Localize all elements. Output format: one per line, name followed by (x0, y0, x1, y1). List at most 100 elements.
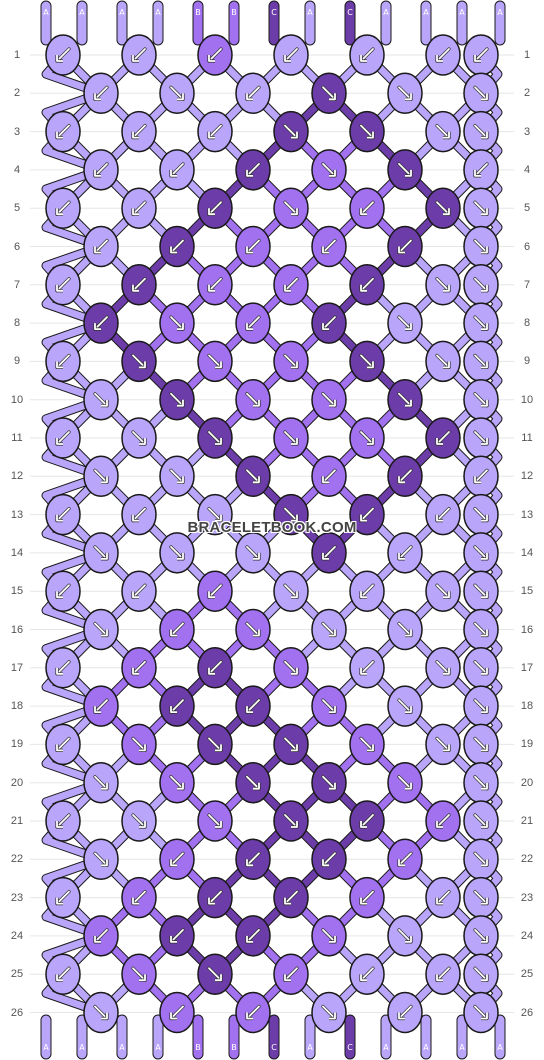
row-number-right: 16 (520, 623, 534, 636)
knot-arrow-shaft (56, 431, 70, 445)
knot-A-backward (235, 72, 271, 115)
knot-A-forward (463, 570, 499, 612)
knot-B-forward (349, 723, 385, 766)
knot-arrow-shaft (322, 852, 336, 867)
knot-B-backward (83, 685, 119, 727)
top-strand-label: A (383, 8, 389, 17)
knot-B-forward (197, 800, 233, 842)
knot-arrow-shaft (132, 201, 146, 216)
knot-arrow-head (443, 131, 450, 139)
knot-B-forward (311, 915, 347, 957)
knot-arrow-shaft (132, 967, 146, 982)
knot-arrow-shaft (322, 469, 336, 484)
knot-arrow-shaft (56, 890, 70, 905)
knot-arrow-head (360, 208, 367, 216)
knot-A-backward (425, 876, 461, 919)
row-number-right: 9 (523, 355, 531, 368)
knot-arrow-head (94, 706, 101, 713)
knot-arrow-shaft (246, 622, 260, 637)
knot-C-backward (235, 838, 271, 881)
knot-arrow-shaft (322, 86, 336, 101)
knot-arrow-shaft (208, 890, 222, 905)
knot-B-forward (311, 378, 347, 421)
row-number-left: 6 (13, 240, 21, 253)
knot-B-forward (121, 953, 157, 995)
knot-A-backward (425, 34, 461, 76)
knot-arrow-head (177, 323, 184, 331)
knot-A-backward (463, 34, 499, 76)
row-number-left: 10 (10, 393, 24, 406)
knot-B-backward (159, 608, 195, 651)
knot-arrow-head (132, 591, 139, 599)
knot-arrow-head (436, 821, 443, 828)
knot-A-forward (235, 532, 271, 574)
row-number-right: 7 (523, 278, 531, 291)
knot-arrow-head (481, 744, 488, 752)
knot-arrow-head (481, 897, 488, 905)
knot-B-backward (159, 991, 195, 1034)
knot-arrow-head (481, 208, 488, 216)
knot-C-forward (311, 72, 347, 115)
knot-arrow-head (367, 438, 374, 445)
knot-A-forward (121, 417, 157, 459)
knot-arrow-head (284, 974, 291, 982)
knot-arrow-head (56, 284, 63, 292)
knot-arrow-shaft (474, 86, 488, 101)
knot-arrow-shaft (474, 584, 488, 599)
knot-A-forward (387, 302, 423, 344)
knot-C-backward (311, 838, 347, 881)
knot-arrow-shaft (474, 316, 488, 331)
knot-arrow-head (329, 1012, 336, 1020)
knot-arrow-shaft (246, 699, 260, 713)
knot-A-forward (463, 838, 499, 881)
knot-arrow-shaft (208, 201, 222, 216)
knot-A-backward (45, 110, 81, 153)
knot-A-backward (425, 493, 461, 536)
knot-arrow-shaft (284, 737, 298, 752)
knot-arrow-head (443, 591, 450, 599)
knot-arrow-shaft (56, 737, 70, 752)
row-number-left: 14 (10, 546, 24, 559)
knot-arrow-head (481, 93, 488, 101)
knot-A-backward (349, 647, 385, 689)
knot-C-backward (197, 187, 233, 229)
knot-C-forward (387, 149, 423, 191)
knot-arrow-head (177, 93, 184, 101)
knot-arrow-shaft (94, 546, 108, 560)
knot-arrow-shaft (132, 277, 146, 292)
knot-arrow-shaft (94, 86, 108, 101)
knot-arrow-head (481, 131, 488, 139)
knot-A-forward (463, 340, 499, 383)
knot-B-backward (235, 991, 271, 1034)
knot-arrow-shaft (436, 967, 450, 982)
row-number-right: 20 (520, 776, 534, 789)
bottom-strand-label: A (79, 1043, 85, 1052)
knot-A-backward (45, 264, 81, 306)
knot-arrow-head (481, 591, 488, 599)
knot-arrow-shaft (132, 584, 146, 599)
knot-arrow-shaft (56, 507, 70, 522)
knot-arrow-shaft (474, 124, 488, 139)
row-number-left: 22 (10, 853, 24, 866)
knot-arrow-shaft (94, 469, 108, 484)
knot-arrow-shaft (474, 660, 488, 675)
knot-arrow-head (291, 667, 298, 675)
knot-arrow-shaft (360, 354, 374, 369)
knot-C-backward (159, 225, 195, 268)
knot-A-forward (463, 225, 499, 268)
knot-arrow-shaft (208, 277, 222, 292)
bottom-strand-label: B (231, 1043, 237, 1052)
knot-C-backward (159, 685, 195, 727)
knot-C-backward (197, 647, 233, 689)
knot-arrow-head (246, 323, 253, 331)
knot-arrow-head (398, 476, 405, 484)
row-number-right: 26 (520, 1006, 534, 1019)
knot-arrow-head (398, 246, 405, 254)
knot-arrow-shaft (56, 814, 70, 828)
knot-arrow-shaft (246, 392, 260, 407)
knot-arrow-shaft (322, 239, 336, 254)
knot-arrow-shaft (132, 737, 146, 752)
knot-arrow-head (101, 1012, 108, 1020)
knot-B-forward (121, 723, 157, 766)
knot-arrow-shaft (360, 660, 374, 675)
